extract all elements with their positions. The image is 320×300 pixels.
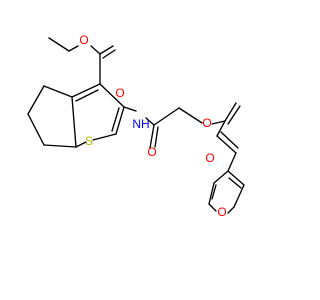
bond [154,126,159,148]
bond [71,96,77,148]
atom-label-amide-oxygen: O [147,145,156,159]
bond [178,107,203,124]
bond [99,83,125,108]
bond [75,141,87,148]
bond [75,89,99,102]
bond [220,131,239,149]
bond [211,120,226,125]
bond [224,102,237,122]
bond [211,184,217,200]
bond [145,117,155,126]
bond [123,106,137,112]
bond [227,206,235,214]
bond [43,85,73,98]
bond [115,106,125,135]
molecule-canvas: O O NH S O O O O [27,33,245,219]
bond [216,135,237,154]
bond [149,124,155,149]
bond [216,120,226,137]
bond [227,105,241,125]
bond [208,203,217,212]
bond [153,107,180,126]
bond [71,83,101,98]
bond [233,184,245,208]
atom-label-ether-oxygen: O [202,116,211,130]
bond [227,170,245,186]
bond [102,49,116,59]
bond [90,45,101,55]
bond [48,37,70,52]
atom-label-acrylate-oxygen: O [205,151,214,165]
bond [111,107,120,132]
atom-label-carbonyl-oxygen: O [115,86,124,100]
bond [43,144,77,148]
bond [99,45,114,55]
bond [27,85,45,115]
bond [227,152,237,172]
molecule-structure: O O NH S O O O O [27,33,245,219]
bond [92,133,117,141]
bond [27,113,45,146]
atom-label-sulfur: S [85,134,93,148]
bond [208,182,215,205]
bond [68,45,79,52]
bond [213,170,229,184]
atom-label-nh: NH [132,117,149,131]
bond [228,177,242,189]
atom-label-ester-oxygen: O [79,33,88,47]
atom-label-furan-oxygen: O [217,205,226,219]
